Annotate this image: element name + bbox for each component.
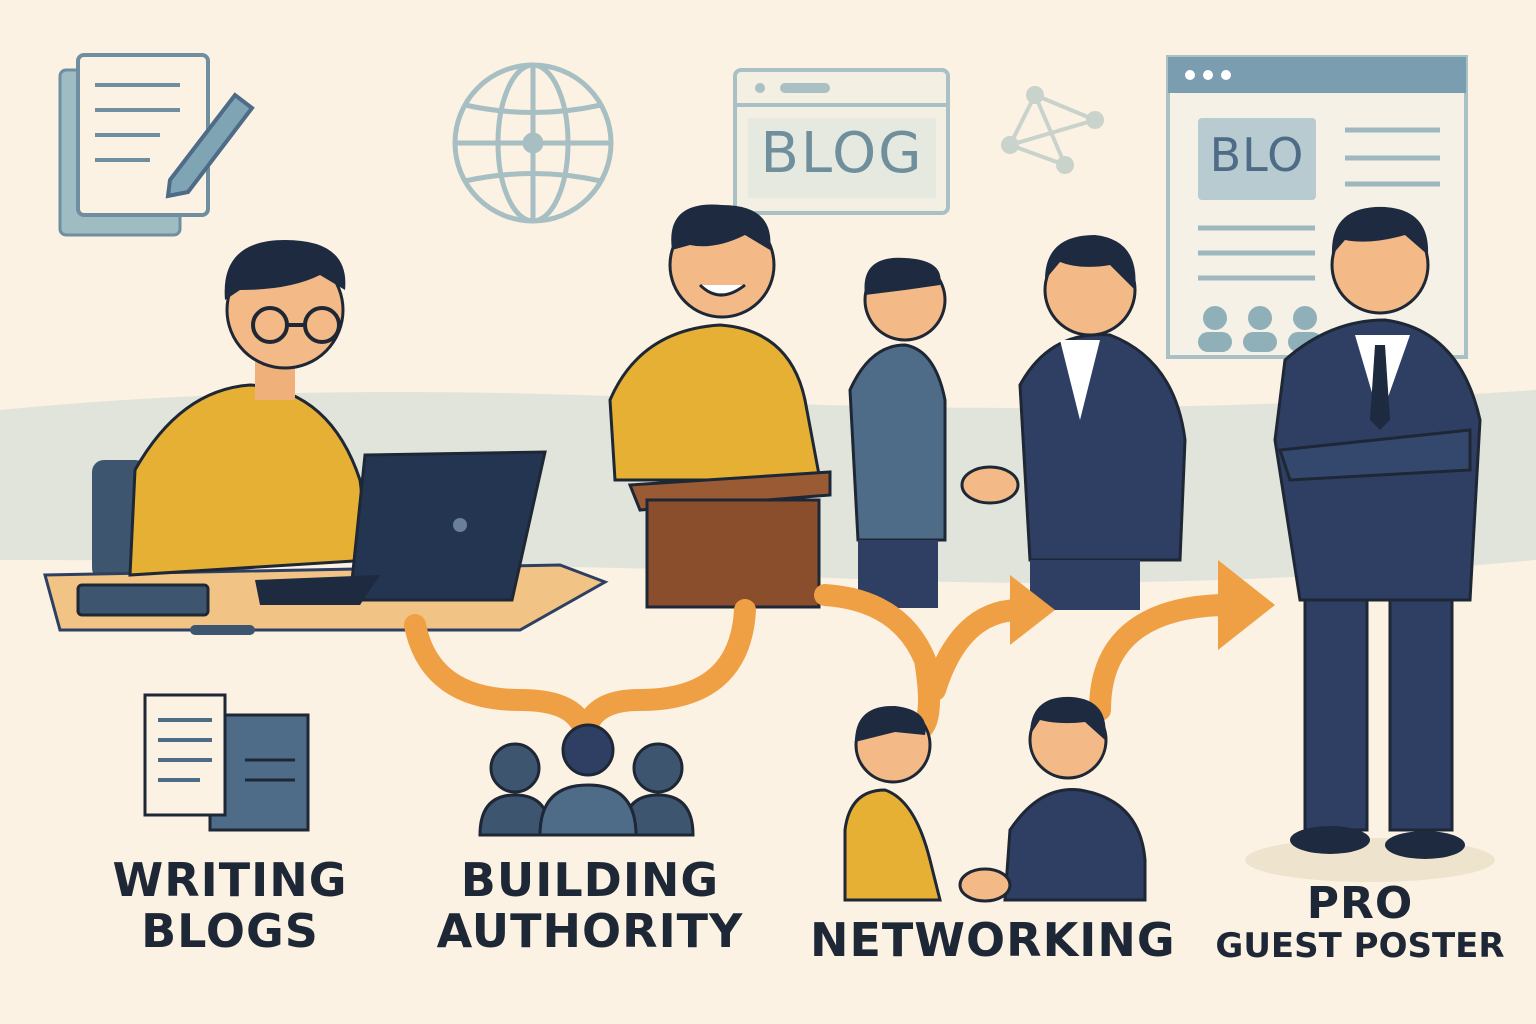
step-building-authority: BUILDING AUTHORITY xyxy=(430,855,750,956)
step-networking: NETWORKING xyxy=(810,913,1176,967)
step-label-line2: BLOGS xyxy=(141,903,319,958)
webpage-blog-text: BLO xyxy=(1209,128,1305,182)
documents-icon xyxy=(143,693,310,832)
step-label-line2: GUEST POSTER xyxy=(1215,926,1505,967)
step-label-line1: WRITING xyxy=(112,853,348,907)
networking-pair xyxy=(843,696,1147,903)
progress-arrows xyxy=(404,584,1231,746)
step-writing-blogs: WRITING BLOGS xyxy=(100,855,360,956)
audience-icon xyxy=(478,723,695,837)
writer-at-desk xyxy=(43,240,609,635)
browser-blog-icon xyxy=(733,68,950,215)
step-label-line1: PRO xyxy=(1306,878,1414,929)
step-label-line1: NETWORKING xyxy=(810,913,1176,967)
globe-icon xyxy=(452,62,614,224)
arrow-heads xyxy=(1010,560,1275,650)
pro-guest-poster-figure xyxy=(1245,206,1495,882)
step-pro-guest-poster: PRO GUEST POSTER xyxy=(1200,878,1520,967)
document-pen-icon xyxy=(58,53,255,237)
handshake-pair xyxy=(848,235,1187,610)
browser-blog-text: BLOG xyxy=(760,121,924,186)
speaker-at-podium xyxy=(608,204,832,609)
step-label-line2: AUTHORITY xyxy=(436,903,744,958)
step-label-line1: BUILDING xyxy=(460,853,720,907)
network-icon xyxy=(1001,86,1104,174)
webpage-blog-icon xyxy=(1166,55,1468,359)
